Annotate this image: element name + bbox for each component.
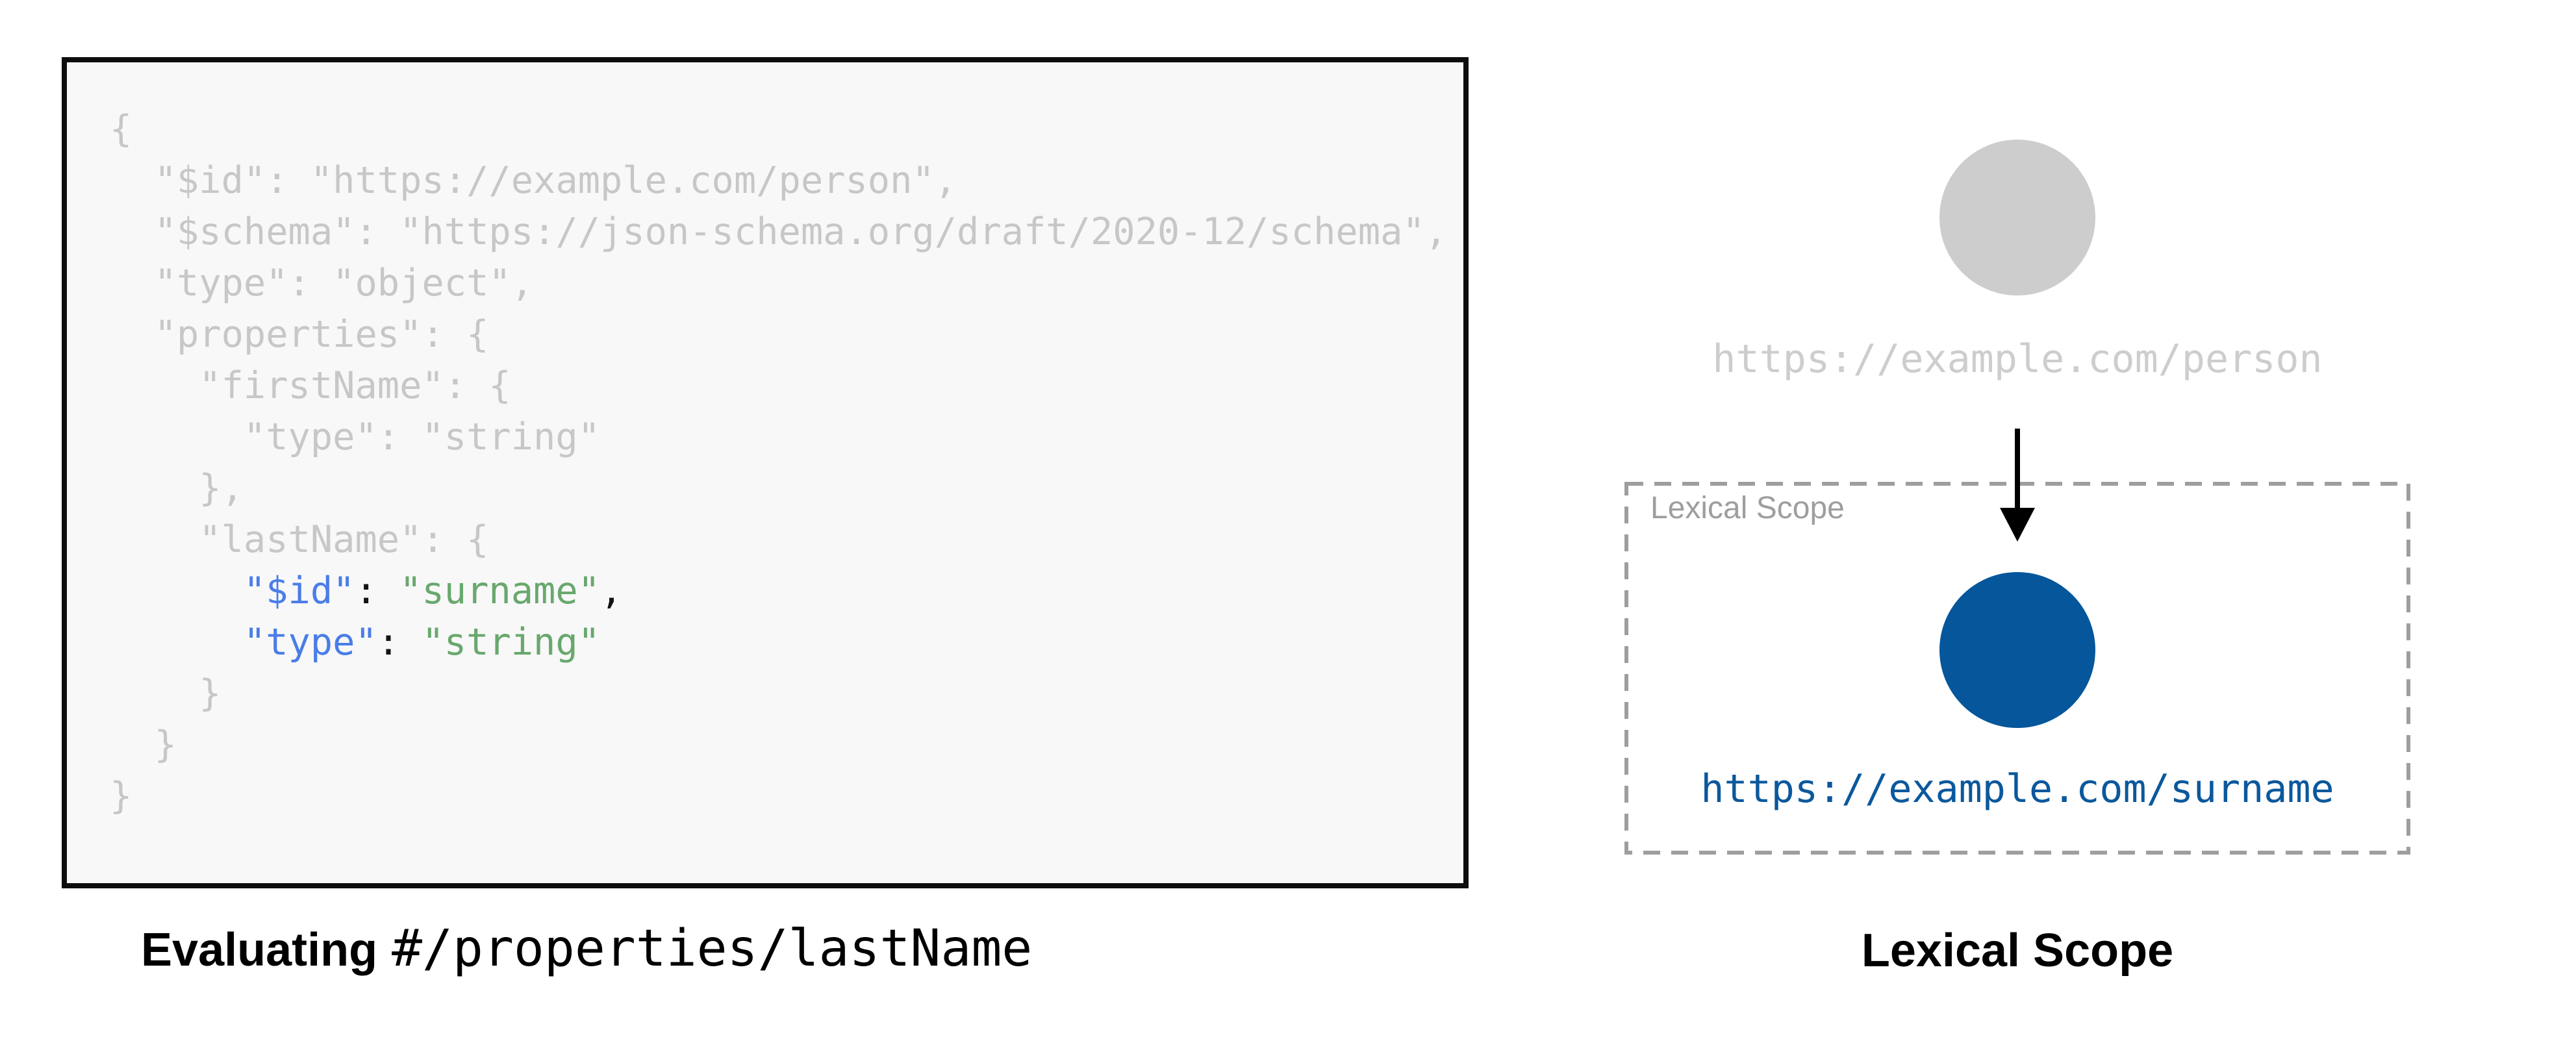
code-segment-faded: }	[110, 775, 133, 818]
code-segment-faded	[110, 570, 244, 612]
code-segment-faded: }	[110, 723, 177, 766]
code-segment-plain: ,	[600, 570, 623, 612]
code-segment-plain: :	[377, 621, 422, 664]
code-line: }	[110, 720, 1450, 771]
code-segment-faded: "$id": "https://example.com/person",	[110, 159, 957, 202]
left-caption-evaluating: Evaluating	[141, 924, 378, 976]
code-line: "type": "string"	[110, 412, 1450, 463]
code-segment-faded: "$schema": "https://json-schema.org/draf…	[110, 210, 1448, 253]
code-line: },	[110, 463, 1450, 514]
arrow-head	[2000, 508, 2035, 542]
code-line: "type": "string"	[110, 617, 1450, 668]
code-line: "$schema": "https://json-schema.org/draf…	[110, 207, 1450, 258]
code-line: }	[110, 771, 1450, 822]
code-segment-key: "type"	[243, 621, 377, 664]
code-segment-faded: "lastName": {	[110, 518, 489, 561]
json-schema-code: { "$id": "https://example.com/person", "…	[67, 62, 1463, 822]
person-url-label: https://example.com/person	[1712, 336, 2323, 382]
right-caption: Lexical Scope	[1861, 925, 2174, 977]
code-segment-value: "surname"	[399, 570, 600, 612]
code-line: "lastName": {	[110, 514, 1450, 566]
code-line: }	[110, 668, 1450, 720]
code-segment-faded: "firstName": {	[110, 364, 511, 407]
code-segment-faded: "type": "string"	[110, 416, 600, 458]
surname-schema-node	[1939, 572, 2095, 728]
code-line: "$id": "https://example.com/person",	[110, 155, 1450, 207]
code-segment-faded: },	[110, 467, 244, 510]
code-segment-faded: "type": "object",	[110, 262, 534, 305]
code-segment-faded: {	[110, 108, 133, 151]
code-line: "$id": "surname",	[110, 566, 1450, 617]
left-caption-pointer-path: #/properties/lastName	[392, 920, 1033, 978]
code-segment-faded	[110, 621, 244, 664]
code-segment-faded: "properties": {	[110, 313, 489, 356]
lexical-scope-inner-label: Lexical Scope	[1650, 491, 1845, 525]
left-caption: Evaluating #/properties/lastName	[141, 920, 1032, 978]
code-line: "properties": {	[110, 309, 1450, 360]
code-line: "type": "object",	[110, 258, 1450, 309]
person-schema-node	[1939, 140, 2095, 295]
code-line: {	[110, 104, 1450, 155]
code-segment-key: "$id"	[243, 570, 355, 612]
code-segment-value: "string"	[422, 621, 600, 664]
code-line: "firstName": {	[110, 360, 1450, 412]
down-arrow-icon	[2000, 429, 2035, 542]
surname-url-label: https://example.com/surname	[1700, 766, 2334, 812]
json-schema-code-box: { "$id": "https://example.com/person", "…	[62, 57, 1469, 888]
code-segment-plain: :	[355, 570, 400, 612]
code-segment-faded: }	[110, 672, 221, 715]
